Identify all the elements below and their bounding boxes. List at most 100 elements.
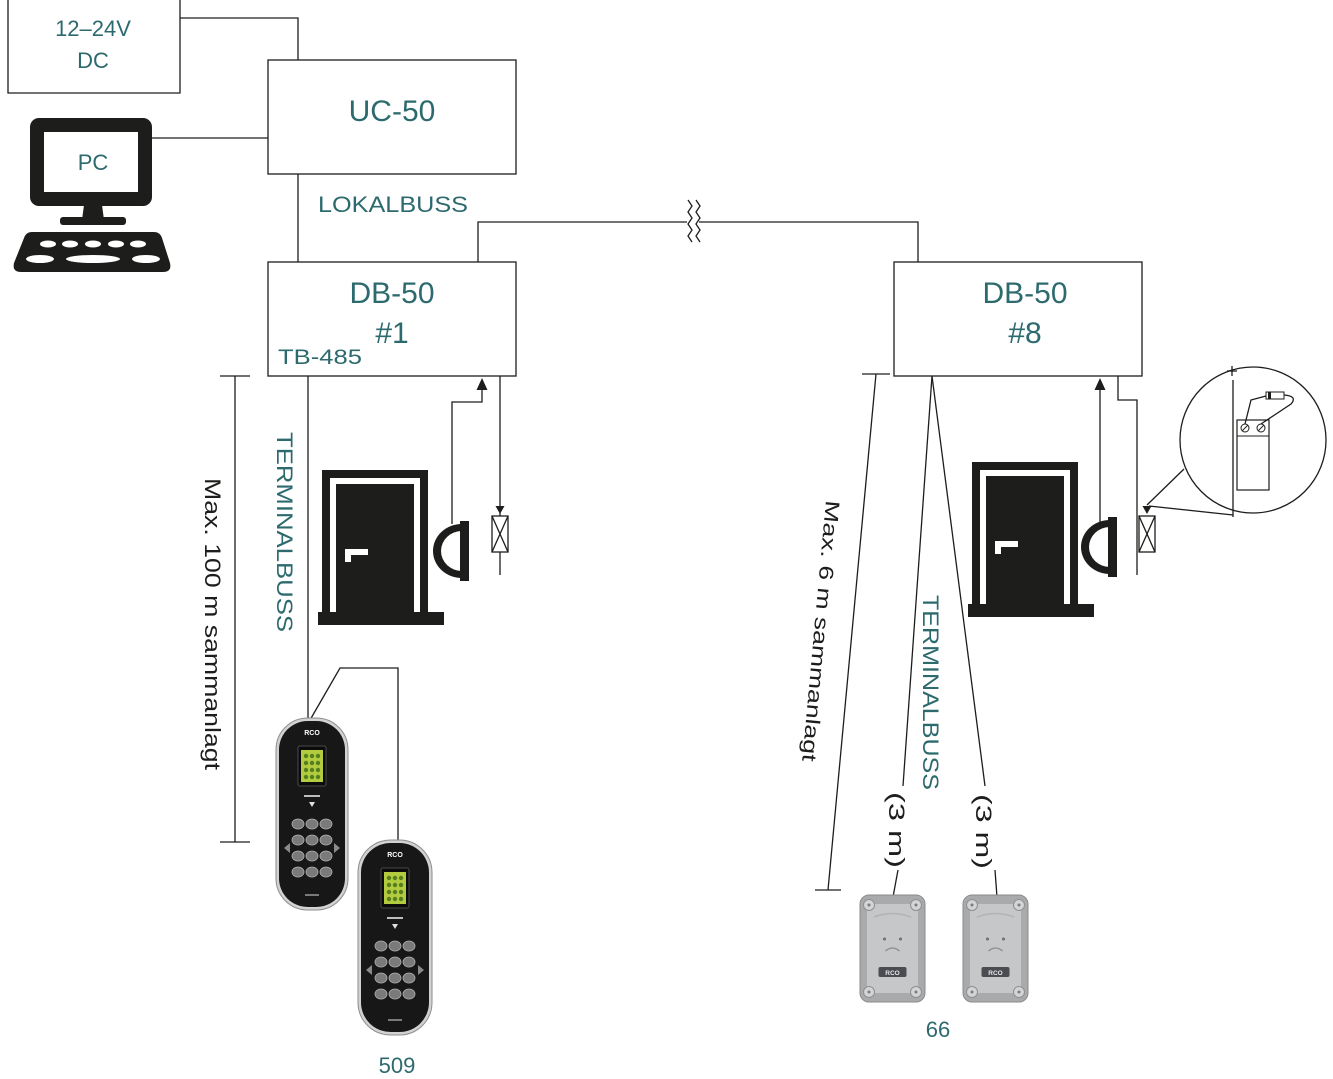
door-threshold [318, 612, 444, 625]
keypad-display-dot [392, 882, 398, 888]
keypad-display-dot [315, 767, 321, 773]
keypad-display-dot [392, 889, 398, 895]
power-supply-box [7, 0, 181, 94]
keypad-key [388, 972, 402, 984]
reader-ridge [976, 912, 1015, 918]
exit-button-inner [1089, 527, 1110, 567]
lock-body [1236, 419, 1270, 491]
reader-screw-center [1017, 903, 1021, 907]
keypad-display-dot [398, 896, 404, 902]
terminal-bus-1-branch [309, 667, 399, 842]
cable-break-gap [687, 218, 699, 226]
exit-button-inner [441, 531, 462, 571]
keyboard-key [62, 240, 78, 248]
computer-label: PC [78, 150, 109, 175]
keypad-left-arrow-icon [366, 965, 372, 975]
electric-lock-icon [1117, 376, 1156, 575]
diode-band [1268, 392, 1271, 399]
monitor-screen [44, 132, 138, 192]
reader-screw-center [914, 903, 918, 907]
keypad-display-dot [303, 753, 309, 759]
keypad-display-dot [303, 774, 309, 780]
arrow-down-icon [495, 506, 505, 514]
lock-wire [1117, 376, 1138, 575]
magnifier-circle [1179, 366, 1327, 514]
keypad-display-dot [315, 760, 321, 766]
terminal-bus-8-wire-a [902, 375, 933, 787]
diode-wire [1260, 394, 1294, 425]
keypad-key [291, 850, 305, 862]
keypad-key [374, 956, 388, 968]
cable-length-b: (3 m) [971, 794, 996, 869]
keypad-key [319, 818, 333, 830]
cable-break-zigzag [687, 199, 693, 243]
keypad-icon: RCO [357, 839, 433, 1036]
keypad-display-dot [392, 896, 398, 902]
reader-screw-center [1017, 990, 1021, 994]
door-unit-8: DB-50 #8 [893, 261, 1143, 377]
arrow-down-icon [1142, 506, 1152, 514]
reader-screw-center [914, 990, 918, 994]
keypad-caption-mark [387, 917, 403, 919]
reader-led [1002, 937, 1005, 941]
magnifier-pointer [1146, 468, 1185, 506]
keyboard-spacebar [66, 255, 120, 263]
keyboard-key [108, 240, 124, 248]
monitor-icon [30, 118, 152, 225]
local-bus-label: LOKALBUSS [318, 192, 468, 217]
keypad-key [319, 834, 333, 846]
cable-break-icon [687, 199, 701, 243]
door-handle-icon [995, 541, 1018, 554]
lock-cross [491, 515, 509, 553]
arrow-up-icon [476, 378, 488, 390]
door-unit-1-model: DB-50 [349, 277, 434, 310]
reader-screw-center [970, 990, 974, 994]
cable-break-zigzag [695, 199, 701, 243]
exit-button-plate [460, 521, 469, 581]
door-unit-1-port: TB-485 [278, 346, 362, 369]
keypad-display-dot [315, 753, 321, 759]
keypad-display-dot [386, 875, 392, 881]
keypad-key [305, 834, 319, 846]
keypad-key [402, 988, 416, 1000]
dimension-line [827, 373, 877, 891]
lock-terminal-block [1236, 419, 1270, 437]
terminal-bus-8-max-length: Max. 6 m sammanlagt [797, 500, 843, 763]
keypad-left-arrow-icon [284, 843, 290, 853]
reader-model-label: 66 [926, 1017, 950, 1042]
keypad-key [305, 818, 319, 830]
arrow-up-icon [1094, 378, 1106, 390]
terminal-bus-8-wire-a-end [892, 869, 899, 898]
keypad-key [305, 866, 319, 878]
keypad-key [374, 988, 388, 1000]
keypad-key [402, 956, 416, 968]
keypad-logo: RCO [387, 852, 403, 859]
power-supply: 12–24V DC [7, 0, 181, 94]
keypad-display-dot [398, 882, 404, 888]
terminal-bus-1-max-length: Max. 100 m sammanlagt [200, 478, 225, 770]
reader-screw-center [867, 990, 871, 994]
keypad-key [374, 972, 388, 984]
terminal-screw-slot [1241, 424, 1249, 432]
keypad-key [305, 850, 319, 862]
power-wire [180, 17, 299, 60]
keypad-key [388, 956, 402, 968]
door-unit-1-number: #1 [375, 317, 408, 350]
reader-logo: RCO [988, 970, 1002, 977]
door-unit-8-number: #8 [1008, 317, 1041, 350]
keypad-right-arrow-icon [418, 965, 424, 975]
electric-lock-icon [491, 376, 509, 575]
door-unit-1-box [267, 261, 517, 377]
cable-length-a: (3 m) [884, 792, 909, 868]
keypad-display-dot [398, 889, 404, 895]
magnifier-detail-icon [1146, 366, 1327, 517]
keypad-bottom-mark [305, 894, 319, 896]
keypad-display-dot [309, 760, 315, 766]
keypad-arrow-icon [392, 924, 398, 929]
keypad-right-arrow-icon [334, 843, 340, 853]
keypad-display-dot [309, 774, 315, 780]
keypad-key [291, 866, 305, 878]
keypad-icon: RCO [275, 717, 349, 911]
card-reader-icon: RCO [859, 894, 926, 1003]
exit-button-1-wire [451, 389, 483, 524]
